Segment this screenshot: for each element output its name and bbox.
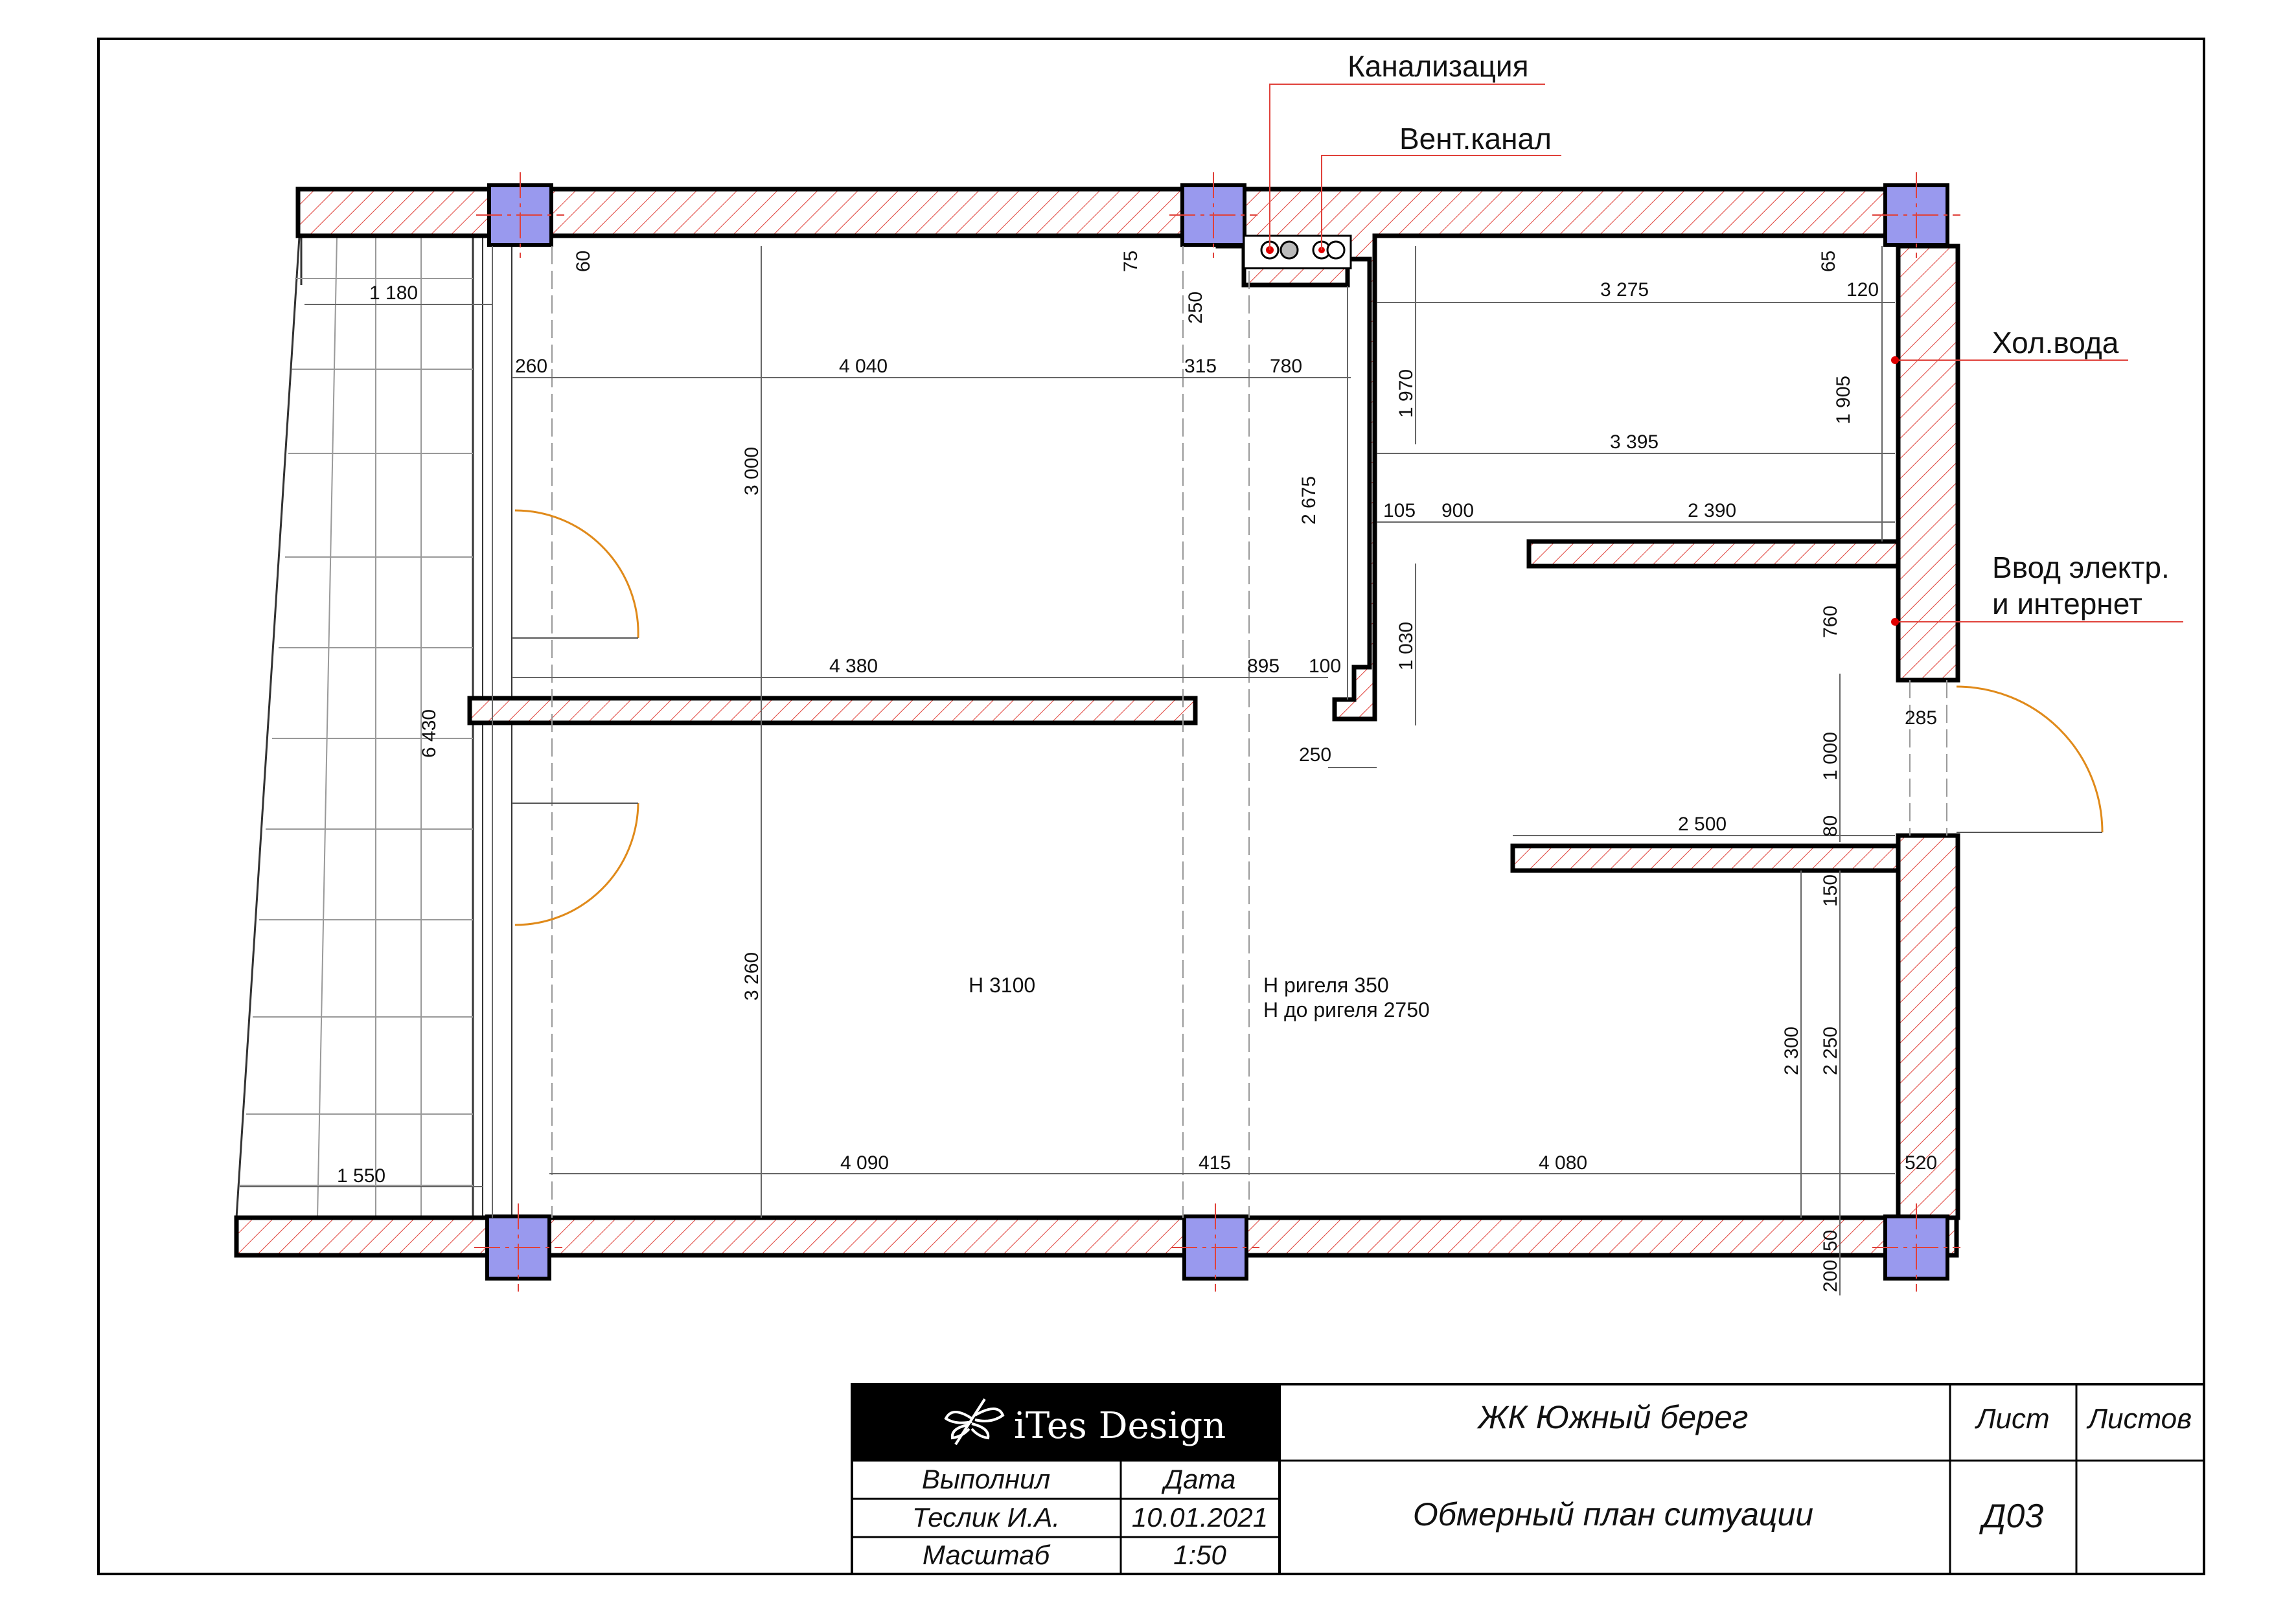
sheets-label: Листов [2086,1403,2192,1435]
dim: 3 260 [741,952,763,1001]
dim: 200 [1820,1260,1841,1292]
dim: 2 300 [1781,1027,1802,1075]
dim: 65 [1818,251,1839,272]
dimension-lines [240,246,1895,1295]
scale-value: 1:50 [1173,1540,1226,1570]
cold-water-label: Хол.вода [1992,326,2119,359]
room-height-note: Н 3100 [969,974,1035,997]
sheet-label: Лист [1974,1403,2049,1435]
dim: 780 [1270,356,1302,377]
dim: 250 [1299,744,1331,766]
dim: 315 [1184,356,1217,377]
partition-right-lower [1510,843,1901,873]
sewage-label: Канализация [1348,49,1529,83]
dim: 1 000 [1820,732,1841,781]
dim: 60 [573,251,594,272]
door-lower [514,803,639,926]
title-block: iTes Design ЖК Южный берег Лист Листов В… [851,1383,2205,1575]
dim: 1 905 [1833,376,1854,424]
balcony [235,236,512,1218]
electric-label-line1: Ввод электр. [1992,551,2170,584]
wall-top-left [295,187,1208,238]
date-label: Дата [1162,1464,1236,1494]
dim: 150 [1820,874,1841,907]
performed-label: Выполнил [922,1464,1050,1494]
columns [485,183,1949,1281]
under-beam-note: Н до ригеля 2750 [1263,998,1430,1021]
dim: 6 430 [419,709,440,758]
pipe-icon [1280,240,1299,260]
dim: 415 [1199,1152,1231,1174]
dim: 1 550 [337,1165,385,1187]
vent-label: Вент.канал [1399,122,1552,155]
drawing-title: Обмерный план ситуации [1413,1496,1813,1533]
dim: 2 250 [1820,1027,1841,1075]
scale-label: Масштаб [923,1540,1051,1570]
dragonfly-logo-icon [944,1398,1005,1446]
date-value: 10.01.2021 [1132,1502,1268,1533]
brand-cell [852,1384,1280,1461]
electric-label-line2: и интернет [1992,587,2142,621]
beam-height-note: Н ригеля 350 [1263,974,1389,997]
walls [234,187,1960,1258]
dim: 1 030 [1395,622,1417,670]
dim: 250 [1185,291,1206,324]
dim: 3 000 [741,447,763,496]
partition-middle [467,696,1198,725]
dim: 75 [1120,251,1142,272]
dim: 1 970 [1395,369,1417,418]
dim: 520 [1905,1152,1937,1174]
dim: 3 395 [1610,431,1659,453]
dim: 4 040 [839,356,888,377]
dim: 4 080 [1539,1152,1587,1174]
cold-water-marker-icon [1891,356,1899,364]
entrance-door [1956,685,2104,833]
author-name: Теслик И.А. [912,1502,1060,1533]
dim: 2 675 [1298,476,1320,525]
dim: 4 090 [840,1152,889,1174]
dim: 120 [1846,279,1879,301]
dim: 2 390 [1688,500,1736,521]
drawing-frame [97,38,2205,1575]
dim: 895 [1247,655,1280,677]
column-axes [474,172,1960,1292]
pipe-icon [1326,240,1346,260]
dim: 1 180 [369,282,418,304]
shaft [1243,234,1352,269]
dim: 760 [1820,606,1841,638]
dim: 285 [1905,707,1937,729]
callout-leaders [1269,84,2183,622]
brand-name: iTes Design [1014,1405,1226,1447]
dim: 100 [1309,655,1341,677]
dim: 50 [1820,1230,1841,1251]
dim: 2 500 [1678,814,1727,835]
dim: 900 [1441,500,1474,521]
electric-marker-icon [1891,618,1899,626]
wall-right-upper [1896,244,1960,683]
dimensions: 1 180 60 75 250 65 3 275 120 260 4 040 3… [337,251,1937,1292]
partition-right-upper [1526,539,1901,569]
door-upper [514,509,639,639]
sheet-number: Д03 [1979,1498,2044,1535]
project-name: ЖК Южный берег [1476,1399,1749,1435]
doors [514,509,2104,926]
dim: 260 [515,356,547,377]
beam-lines [551,246,1947,1218]
dim: 4 380 [829,655,878,677]
dim: 105 [1383,500,1416,521]
dim: 80 [1820,815,1841,837]
dim: 3 275 [1600,279,1649,301]
